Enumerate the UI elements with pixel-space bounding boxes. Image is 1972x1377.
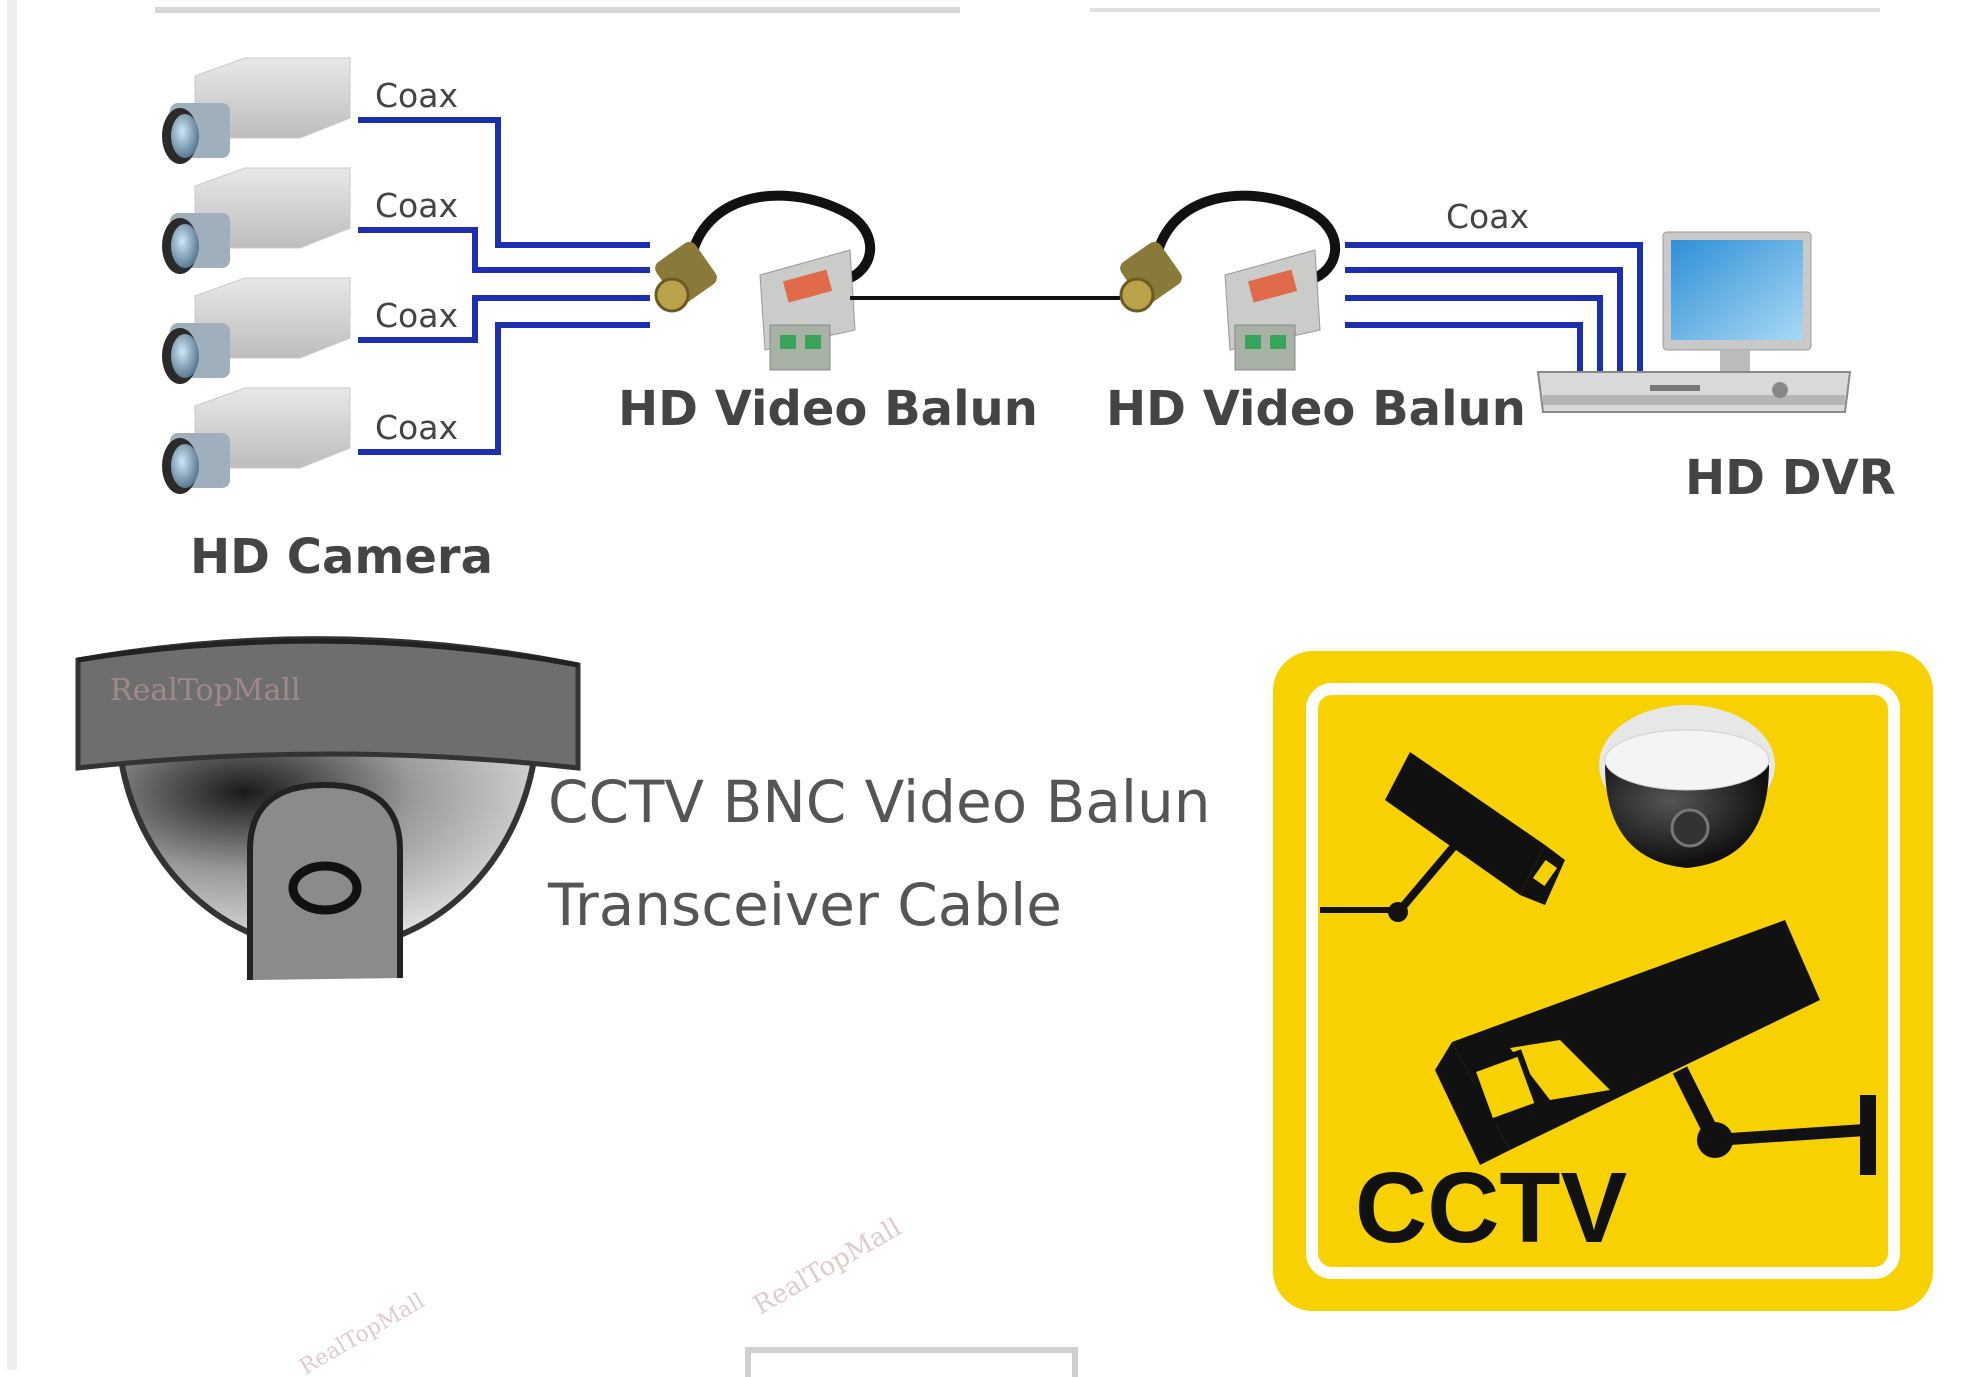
bullet-camera-small-icon: [1320, 752, 1565, 922]
camera-1-icon: [162, 57, 351, 164]
hd-camera-label: HD Camera: [190, 529, 493, 585]
video-balun-left-icon: [654, 190, 876, 371]
watermark-logo: RealTopMall: [110, 673, 301, 708]
dome-camera-icon: RealTopMall: [75, 636, 581, 980]
coax-wires-left: [358, 117, 650, 455]
hd-camera-group: [162, 57, 351, 494]
bottom-card-edge: [745, 1347, 1078, 1377]
watermark-logo-3: RealTopMall: [296, 1289, 430, 1377]
product-title-line-1: CCTV BNC Video Balun: [548, 768, 1211, 836]
coax-label-4: Coax: [375, 408, 458, 447]
balun-left-label: HD Video Balun: [618, 381, 1038, 437]
cctv-sign-text: CCTV: [1355, 1152, 1628, 1264]
dome-camera-small-icon: [1599, 705, 1775, 868]
hd-dvr-icon: [1536, 231, 1852, 413]
cctv-sign: CCTV: [1273, 651, 1933, 1311]
balun-right-label: HD Video Balun: [1106, 381, 1526, 437]
video-balun-right-icon: [1119, 190, 1341, 371]
coax-label-2: Coax: [375, 186, 458, 225]
camera-4-icon: [162, 387, 351, 494]
watermark-logo-2: RealTopMall: [749, 1213, 907, 1322]
bullet-camera-large-icon: [1435, 920, 1876, 1175]
camera-2-icon: [162, 167, 351, 274]
coax-label-1: Coax: [375, 76, 458, 115]
coax-label-5: Coax: [1446, 197, 1529, 236]
coax-label-3: Coax: [375, 296, 458, 335]
product-title-line-2: Transceiver Cable: [547, 871, 1062, 939]
hd-dvr-label: HD DVR: [1685, 450, 1896, 506]
camera-3-icon: [162, 277, 351, 384]
coax-wires-right: [1345, 242, 1643, 372]
